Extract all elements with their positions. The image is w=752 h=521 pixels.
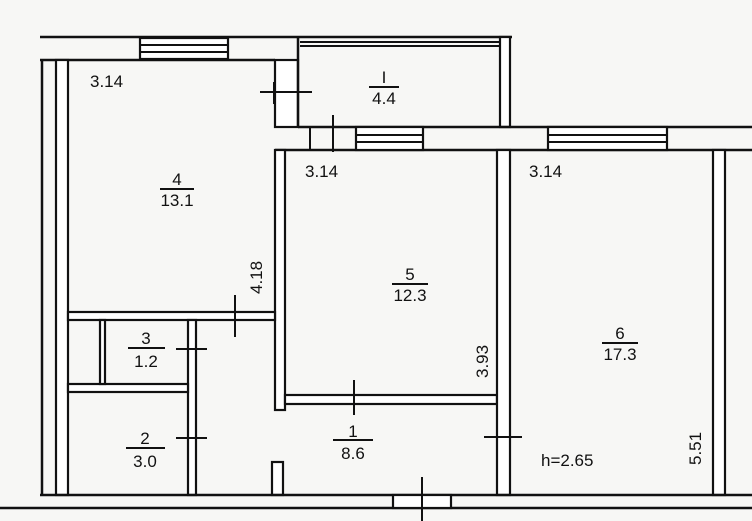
ceiling-height: h=2.65 bbox=[541, 451, 593, 470]
room-area: 3.0 bbox=[133, 452, 157, 471]
room-label-1: 1 8.6 bbox=[333, 422, 373, 463]
wall-bath bbox=[186, 318, 198, 497]
dimension-room5-width: 3.14 bbox=[305, 162, 338, 181]
door-marks bbox=[176, 82, 522, 521]
room-label-I: I 4.4 bbox=[369, 68, 399, 108]
window bbox=[354, 125, 425, 152]
dimension-room5-depth: 3.93 bbox=[473, 345, 492, 378]
right-wall bbox=[711, 148, 727, 497]
room-area: 1.2 bbox=[134, 352, 158, 371]
room-area: 8.6 bbox=[341, 444, 365, 463]
room-number: 3 bbox=[141, 329, 150, 348]
room-number: 1 bbox=[348, 422, 357, 441]
room-area: 17.3 bbox=[603, 345, 636, 364]
top-wall-left bbox=[40, 35, 298, 62]
room-area: 12.3 bbox=[393, 286, 426, 305]
room-label-6: 6 17.3 bbox=[602, 324, 638, 364]
room-label-3: 3 1.2 bbox=[128, 329, 165, 371]
wall-5-6 bbox=[495, 148, 512, 497]
balcony bbox=[273, 35, 512, 129]
room-number: I bbox=[382, 68, 387, 87]
top-wall-right bbox=[275, 125, 752, 152]
room-label-2: 2 3.0 bbox=[126, 429, 165, 471]
dimension-room6-width: 3.14 bbox=[529, 162, 562, 181]
left-wall bbox=[54, 58, 70, 497]
wall-4-bottom bbox=[66, 310, 277, 322]
room-number: 5 bbox=[405, 265, 414, 284]
room-area: 4.4 bbox=[372, 89, 396, 108]
room-label-5: 5 12.3 bbox=[392, 265, 428, 305]
wall-3-left bbox=[98, 318, 107, 386]
room-number: 6 bbox=[615, 324, 624, 343]
window bbox=[546, 125, 669, 152]
room-number: 4 bbox=[172, 170, 181, 189]
dimension-room4-width: 3.14 bbox=[90, 72, 123, 91]
room-area: 13.1 bbox=[160, 191, 193, 210]
wall-5-bottom bbox=[283, 393, 499, 406]
wall-4-5 bbox=[273, 148, 287, 412]
room-label-4: 4 13.1 bbox=[160, 170, 194, 210]
window bbox=[138, 36, 230, 61]
room-number: 2 bbox=[140, 429, 149, 448]
door-stub bbox=[270, 460, 285, 497]
dimension-room4-depth: 4.18 bbox=[247, 261, 266, 294]
wall-2-3 bbox=[66, 382, 190, 394]
dimension-room6-depth: 5.51 bbox=[686, 432, 705, 465]
